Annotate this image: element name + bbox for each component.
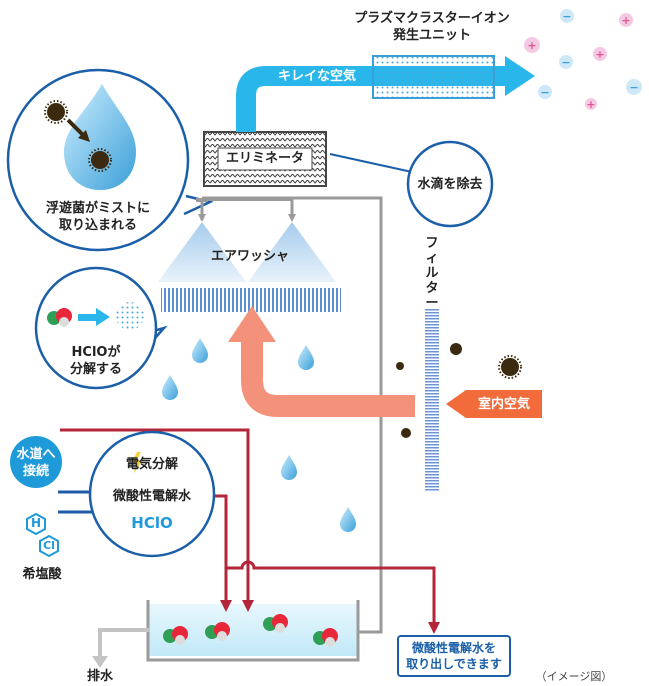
svg-text:−: − (561, 56, 570, 69)
tap-connections (58, 490, 92, 514)
svg-text:+: + (586, 98, 595, 111)
bacteria-caption: 浮遊菌がミストに 取り込まれる (45, 201, 150, 233)
image-note: （イメージ図） (535, 670, 613, 683)
indoor-air-arrow (241, 340, 415, 417)
plasma-cluster-unit (372, 55, 495, 99)
svg-text:−: − (562, 10, 571, 23)
floating-germs (396, 343, 522, 438)
air-washer-label: エアワッシャ (210, 249, 289, 264)
filter-panel (425, 308, 439, 491)
svg-text:−: − (540, 86, 549, 99)
electrolysis-label: 電気分解 (125, 457, 178, 472)
filter-label: フィルター (425, 236, 439, 311)
svg-text:+: + (621, 14, 630, 27)
water-removal-bubble (329, 140, 494, 228)
plasma-unit-label: プラズマクラスターイオン 発生ユニット (354, 11, 510, 43)
pipe-arrows (220, 600, 440, 634)
takeout-label-box (397, 635, 511, 677)
hydrochloric-acid-label: 希塩酸 (22, 567, 62, 582)
clean-air-arrow (236, 66, 508, 132)
svg-text:+: + (527, 39, 536, 52)
water-removal-label: 水滴を除去 (417, 177, 483, 192)
takeout-label: 微酸性電解水を 取り出しできます (406, 641, 502, 671)
clean-air-label: キレイな空気 (277, 69, 356, 84)
hclo-caption: HClOが 分解する (69, 345, 122, 377)
eliminator-label: エリミネータ (225, 151, 304, 166)
hcl-cl-label: Cl (43, 539, 55, 552)
tap-label: 水道へ 接続 (16, 447, 56, 479)
hcl-h-label: H (30, 516, 42, 530)
hclo-bubble (34, 266, 168, 390)
weak-acid-water-label: 微酸性電解水 (112, 489, 191, 504)
bacteria-bubble (6, 68, 214, 252)
weak-acid-water-pipes (60, 428, 436, 624)
tap-connection-circle (10, 436, 62, 488)
drain-pipe (98, 628, 150, 658)
lightning-icon (131, 452, 143, 474)
indoor-air-label: 室内空気 (477, 397, 530, 412)
electrolysis-unit (88, 430, 216, 558)
drain-label: 排水 (86, 669, 113, 684)
svg-text:−: − (629, 81, 638, 94)
indoor-air-label-arrow (446, 390, 542, 418)
cluster-ions: + − + + − − + − (524, 9, 642, 111)
hcl-molecule-icon (26, 512, 59, 558)
svg-text:+: + (595, 48, 604, 61)
hclo-label: HClO (131, 514, 173, 532)
spray-nozzles (158, 198, 336, 282)
